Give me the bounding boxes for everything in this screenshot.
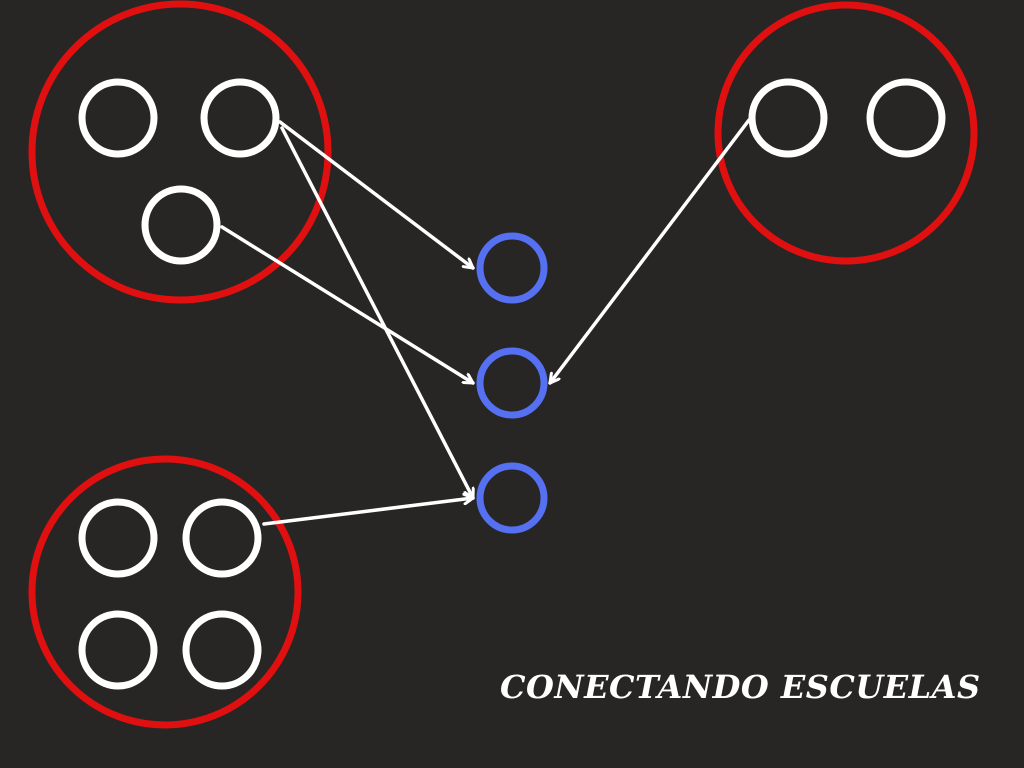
node-bl-2 (182, 498, 262, 578)
target-node-1 (476, 232, 548, 304)
node-bl-1 (78, 498, 158, 578)
group-ring-top-right (714, 1, 978, 265)
arrow-tl3-to-target2 (220, 225, 475, 385)
node-bl-4 (182, 610, 262, 690)
node-tl-2 (200, 78, 280, 158)
arrow-tr1-to-target2 (548, 118, 751, 385)
node-tl-3 (141, 185, 221, 265)
arrow-bl2-to-target3 (262, 498, 475, 526)
group-ring-bottom-left (28, 455, 302, 729)
node-tr-1 (748, 78, 828, 158)
arrow-tl2-to-target3 (280, 126, 473, 500)
group-ring-top-left (28, 0, 332, 304)
node-bl-3 (78, 610, 158, 690)
target-node-2 (476, 347, 548, 419)
node-tl-1 (78, 78, 158, 158)
caption-title: CONECTANDO ESCUELAS (500, 668, 981, 706)
node-tr-2 (866, 78, 946, 158)
arrow-tl2-to-target1 (278, 120, 475, 270)
target-node-3 (476, 462, 548, 534)
